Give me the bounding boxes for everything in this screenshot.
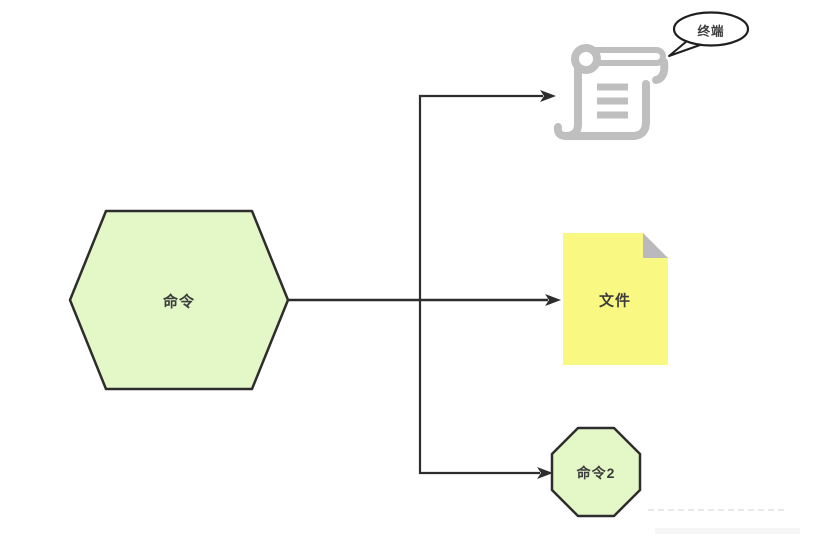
node-file-document[interactable] bbox=[563, 233, 668, 365]
scroll-bottom bbox=[562, 80, 650, 140]
callout-bubble bbox=[672, 11, 750, 47]
edge-command-terminal[interactable] bbox=[418, 90, 556, 300]
arrowhead-terminal bbox=[540, 90, 556, 102]
scroll-curl bbox=[571, 44, 601, 74]
node-command2-octagon[interactable] bbox=[550, 426, 642, 518]
terminal-callout[interactable] bbox=[668, 11, 750, 57]
arrowhead-file bbox=[545, 294, 561, 306]
edge-command-file[interactable] bbox=[288, 294, 561, 306]
scroll-text-lines bbox=[597, 83, 628, 119]
file-fold-corner bbox=[643, 233, 668, 258]
file-page bbox=[563, 233, 668, 365]
edge-command-command2[interactable] bbox=[418, 300, 553, 479]
scroll-hook bbox=[652, 58, 669, 84]
scroll-icon[interactable] bbox=[553, 44, 669, 140]
node-command-hexagon[interactable] bbox=[68, 209, 290, 391]
arrowhead-command2 bbox=[537, 467, 553, 479]
scroll-body bbox=[553, 62, 582, 140]
